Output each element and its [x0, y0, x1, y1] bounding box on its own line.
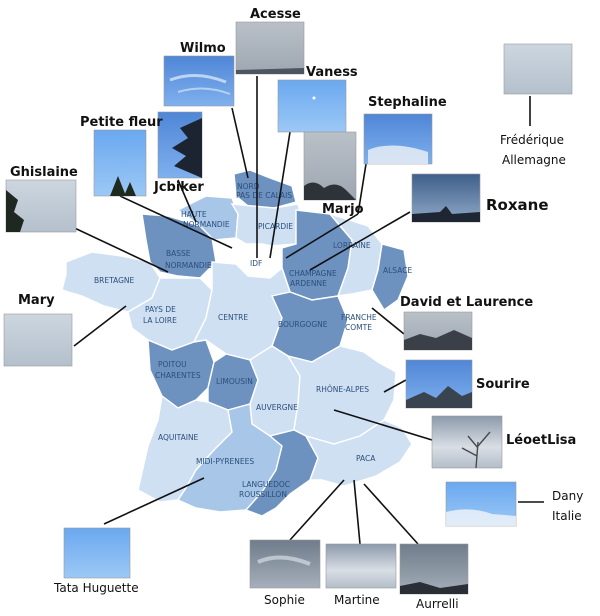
label-dany-country: Italie [552, 509, 582, 523]
region-label-pays-de: PAYS DE [145, 305, 176, 314]
photo-marjo [303, 131, 357, 201]
photo-martine [325, 543, 397, 589]
region-label-la-loire: LA LOIRE [143, 316, 177, 325]
photo-ghislaine [5, 179, 77, 233]
photo-stephaline [363, 113, 433, 165]
label-mary: Mary [18, 293, 55, 308]
photo-wilmo [163, 55, 235, 107]
label-martine: Martine [334, 593, 380, 607]
region-label-midi-pyrenees: MIDI-PYRENEES [196, 457, 254, 466]
region-label-idf: IDF [250, 259, 262, 268]
label-aurrelli: Aurrelli [416, 597, 459, 611]
region-alsace [371, 243, 409, 312]
label-acesse: Acesse [250, 7, 301, 22]
pointer-leoetlisa [333, 409, 433, 441]
photo-tata-huguette [63, 527, 131, 579]
label-frederique-country: Allemagne [502, 153, 566, 167]
region-franche-comte [337, 289, 385, 353]
photo-sourire [405, 359, 473, 409]
photo-mary [3, 313, 73, 367]
pointer-roxane [309, 211, 411, 271]
photo-leoetlisa [431, 415, 503, 469]
region-label-charentes: CHARENTES [155, 371, 201, 380]
pointer-tata-huguette [103, 477, 205, 525]
pointer-aurrelli [363, 483, 419, 545]
region-label-limousin: LIMOUSIN [216, 377, 253, 386]
region-label-paca: PACA [356, 454, 376, 463]
region-label-bourgogne: BOURGOGNE [278, 320, 328, 329]
pointer-jcbiker [177, 179, 197, 223]
region-label-pas-de-calais: PAS DE CALAIS [236, 191, 292, 200]
label-stephaline: Stephaline [368, 95, 447, 110]
pointer-ghislaine [65, 223, 169, 273]
pointer-sophie [289, 479, 345, 541]
label-david-laurence: David et Laurence [400, 295, 533, 310]
region-label-aquitaine: AQUITAINE [158, 433, 199, 442]
region-label-alsace: ALSACE [383, 266, 412, 275]
pointer-lines [65, 76, 544, 545]
region-label-poitou: POITOU [158, 360, 187, 369]
pointer-stephaline-2 [285, 213, 359, 259]
region-label-basse: BASSE [166, 249, 191, 258]
pointer-wilmo [231, 107, 249, 179]
pointer-martine [353, 479, 361, 545]
region-label-bretagne: BRETAGNE [94, 276, 135, 285]
pointer-petite-fleur [119, 195, 233, 249]
region-label-auvergne: AUVERGNE [256, 403, 298, 412]
region-labels: NORD PAS DE CALAIS HAUTE NORMANDIE PICAR… [94, 182, 412, 499]
pointer-mary [73, 305, 127, 347]
label-roxane: Roxane [486, 196, 549, 214]
photo-dany [445, 481, 517, 527]
region-picardie [230, 203, 305, 247]
region-label-centre: CENTRE [218, 313, 248, 322]
region-label-normandie-h: NORMANDIE [183, 220, 230, 229]
region-label-ardenne: ARDENNE [290, 279, 327, 288]
photo-frederique [503, 43, 573, 95]
photo-vaness [277, 79, 347, 133]
sky-photos [3, 21, 573, 595]
label-marjo: Marjo [322, 202, 364, 217]
pointer-david-laurence [371, 307, 405, 335]
label-frederique-name: Frédérique [500, 133, 564, 147]
region-label-champagne: CHAMPAGNE [289, 269, 337, 278]
photo-david-laurence [403, 311, 473, 351]
contributor-labels: Acesse Wilmo Vaness Stephaline Petite fl… [10, 7, 583, 611]
label-wilmo: Wilmo [180, 41, 226, 56]
pointer-vaness [269, 131, 291, 259]
photo-aurrelli [399, 543, 469, 595]
pointer-stephaline [357, 163, 367, 215]
label-vaness: Vaness [306, 65, 358, 80]
label-leoetlisa: LéoetLisa [506, 433, 576, 448]
region-label-haute: HAUTE [181, 210, 207, 219]
label-sourire: Sourire [476, 377, 530, 392]
photo-acesse [235, 21, 305, 75]
label-petite-fleur: Petite fleur [80, 115, 163, 130]
label-dany-name: Dany [552, 489, 583, 503]
region-label-comte: COMTE [345, 323, 372, 332]
region-label-languedoc: LANGUEDOC [242, 480, 290, 489]
region-label-nord: NORD [237, 182, 260, 191]
label-sophie: Sophie [264, 593, 305, 607]
pointer-sourire [383, 379, 407, 393]
photo-sophie [249, 539, 321, 589]
photo-jcbiker [157, 111, 203, 179]
label-tata-huguette: Tata Huguette [53, 581, 139, 595]
region-label-rhone-alpes: RHÔNE-ALPES [316, 385, 369, 394]
photo-petite-fleur [93, 129, 147, 197]
region-label-normandie-b: NORMANDIE [165, 261, 212, 270]
label-jcbiker: Jcbiker [153, 180, 204, 195]
france-map [61, 169, 413, 517]
label-ghislaine: Ghislaine [10, 165, 78, 180]
region-midi-pyrenees [176, 403, 283, 513]
region-paca [304, 419, 413, 487]
region-label-roussillon: ROUSSILLON [239, 490, 287, 499]
photo-roxane [411, 173, 481, 223]
region-label-franche: FRANCHE [341, 313, 377, 322]
